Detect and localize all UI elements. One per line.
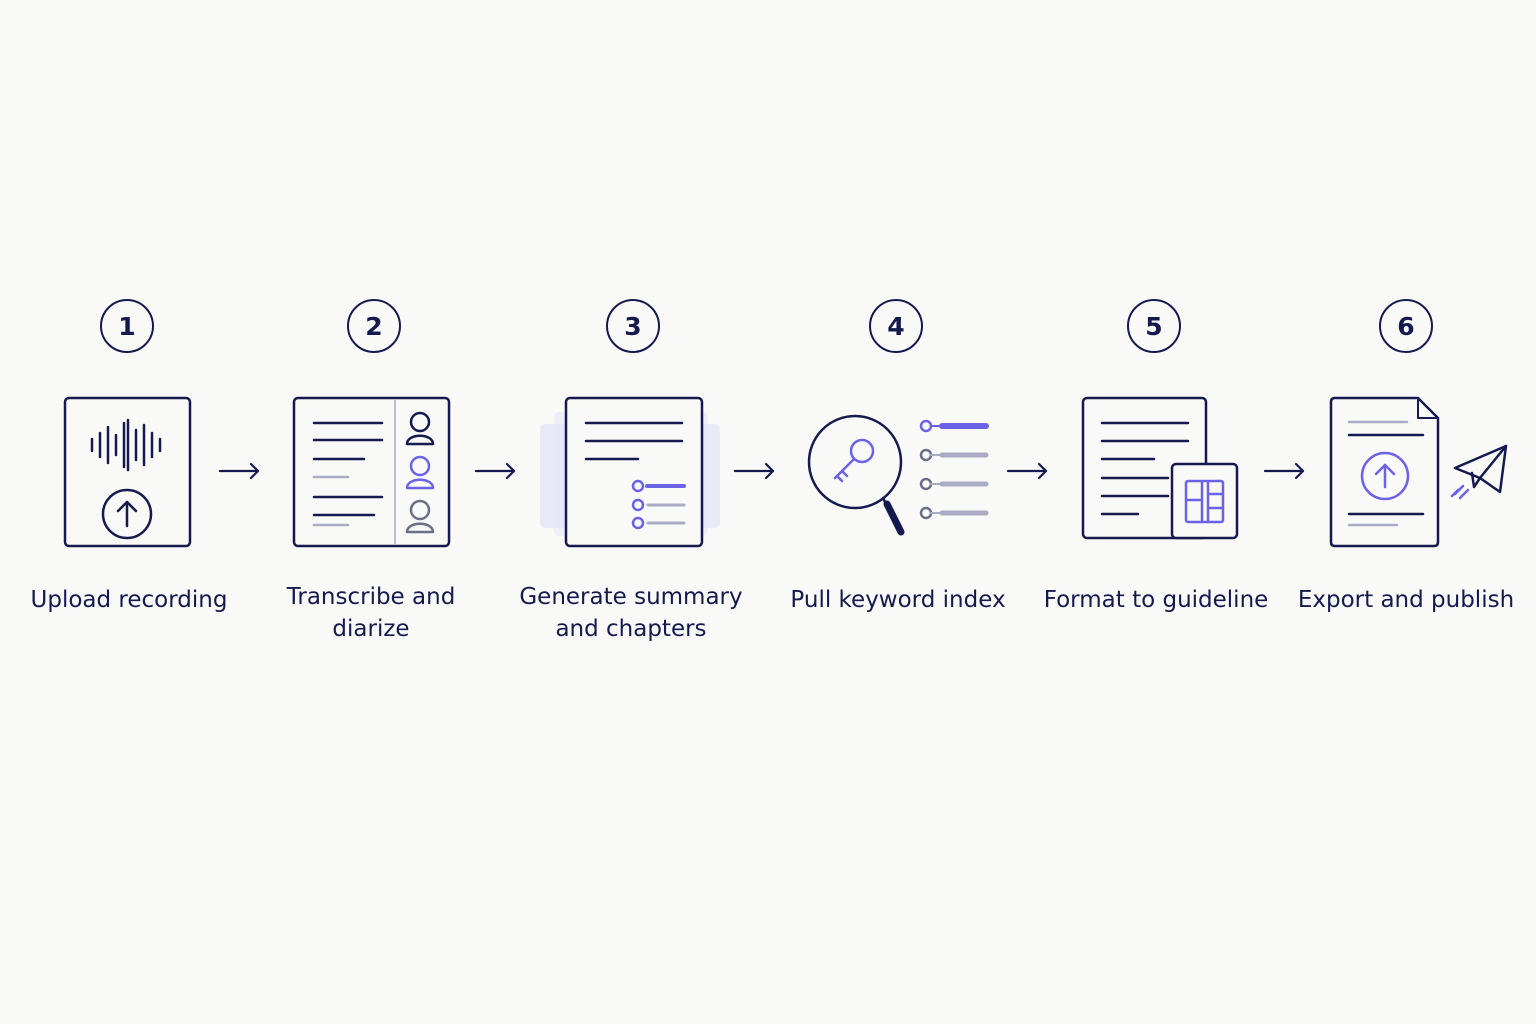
- step-number-6: 6: [1379, 299, 1433, 353]
- upload-recording-icon: [63, 396, 192, 548]
- keyword-index-icon: [807, 414, 989, 536]
- step-label-1: Upload recording: [30, 587, 228, 613]
- arrow-5-to-6: [1263, 462, 1305, 480]
- arrow-1-to-2: [218, 462, 260, 480]
- summary-chapters-icon: [540, 396, 720, 548]
- export-publish-icon: [1329, 396, 1508, 548]
- step-label-4: Pull keyword index: [790, 587, 1006, 613]
- step-number-1: 1: [100, 299, 154, 353]
- step-label-6: Export and publish: [1297, 587, 1515, 613]
- step-label-5: Format to guideline: [1043, 587, 1269, 613]
- step-label-2: Transcribe and diarize: [286, 584, 456, 642]
- arrow-2-to-3: [474, 462, 516, 480]
- step-number-5: 5: [1127, 299, 1181, 353]
- transcribe-diarize-icon: [292, 396, 451, 548]
- format-guideline-icon: [1081, 396, 1239, 540]
- arrow-3-to-4: [733, 462, 775, 480]
- step-number-2: 2: [347, 299, 401, 353]
- step-number-4: 4: [869, 299, 923, 353]
- step-label-3: Generate summary and chapters: [519, 584, 743, 642]
- arrow-4-to-5: [1006, 462, 1048, 480]
- step-number-3: 3: [606, 299, 660, 353]
